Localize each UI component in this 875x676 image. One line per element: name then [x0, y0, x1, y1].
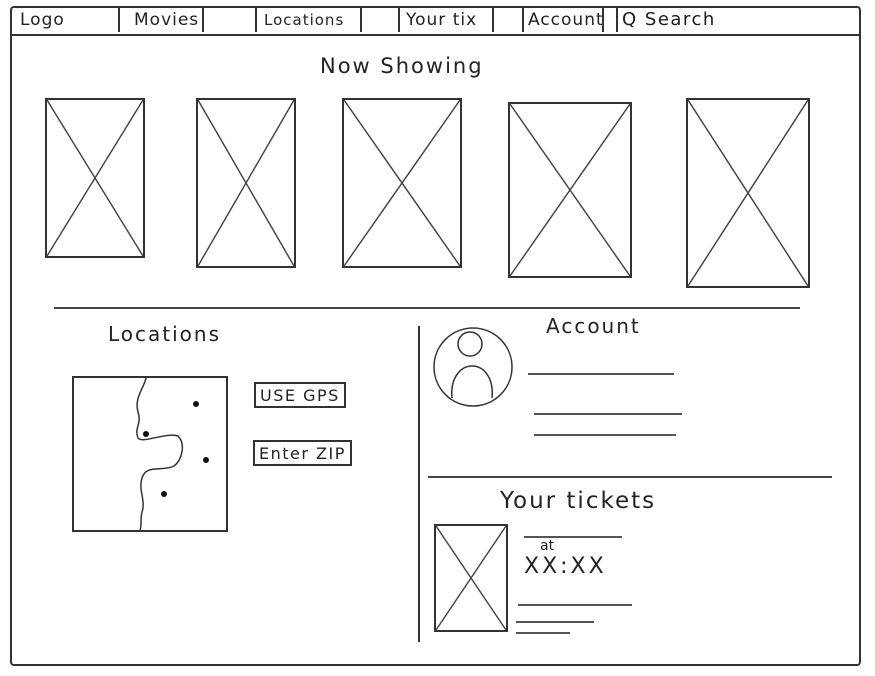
- image-placeholder-icon: [344, 100, 460, 266]
- ticket-movie-poster[interactable]: [434, 524, 508, 632]
- nav-divider: [492, 8, 494, 32]
- nav-divider: [202, 8, 204, 32]
- movie-poster-1[interactable]: [45, 98, 145, 258]
- ticket-showtime: XX:XX: [524, 554, 607, 579]
- image-placeholder-icon: [198, 100, 294, 266]
- ticket-title-line: [524, 536, 622, 538]
- user-avatar-icon: [432, 326, 514, 408]
- nav-divider: [616, 8, 618, 32]
- nav-divider: [398, 8, 400, 32]
- nav-divider: [255, 8, 257, 32]
- column-divider: [418, 326, 420, 642]
- nav-movies-link[interactable]: Movies: [134, 10, 200, 30]
- ticket-info-line: [518, 604, 632, 606]
- movie-poster-2[interactable]: [196, 98, 296, 268]
- nav-divider: [602, 8, 604, 32]
- use-gps-button[interactable]: USE GPS: [254, 382, 346, 408]
- nav-divider: [360, 8, 362, 32]
- logo[interactable]: Logo: [20, 10, 65, 30]
- account-info-line: [528, 373, 674, 375]
- account-info-line: [534, 413, 682, 415]
- enter-zip-button[interactable]: Enter ZIP: [253, 440, 352, 466]
- locations-heading: Locations: [108, 322, 222, 346]
- movie-poster-5[interactable]: [686, 98, 810, 288]
- image-placeholder-icon: [510, 104, 630, 276]
- image-placeholder-icon: [688, 100, 808, 286]
- search-label: Search: [644, 9, 716, 30]
- nav-your-tix-link[interactable]: Your tix: [406, 10, 478, 30]
- movie-poster-4[interactable]: [508, 102, 632, 278]
- image-placeholder-icon: [47, 100, 143, 256]
- account-info-line: [534, 434, 676, 436]
- now-showing-heading: Now Showing: [320, 54, 484, 78]
- search-icon: Q: [622, 9, 638, 30]
- nav-divider: [522, 8, 524, 32]
- movie-poster-3[interactable]: [342, 98, 462, 268]
- ticket-at-label: at: [540, 538, 555, 554]
- search-field[interactable]: Q Search: [622, 6, 716, 34]
- your-tickets-heading: Your tickets: [500, 488, 657, 514]
- section-divider: [428, 476, 832, 478]
- top-nav-bar: Logo Movies Locations Your tix Account Q…: [10, 6, 861, 36]
- section-divider: [54, 307, 800, 309]
- nav-locations-link[interactable]: Locations: [264, 11, 345, 29]
- ticket-info-line: [516, 632, 570, 634]
- locations-map[interactable]: [72, 376, 228, 532]
- wireframe-frame: [10, 6, 861, 666]
- image-placeholder-icon: [436, 526, 506, 630]
- ticket-info-line: [516, 621, 594, 623]
- account-heading: Account: [546, 314, 641, 338]
- nav-account-link[interactable]: Account: [528, 10, 604, 30]
- nav-divider: [118, 8, 120, 32]
- map-icon: [136, 378, 209, 530]
